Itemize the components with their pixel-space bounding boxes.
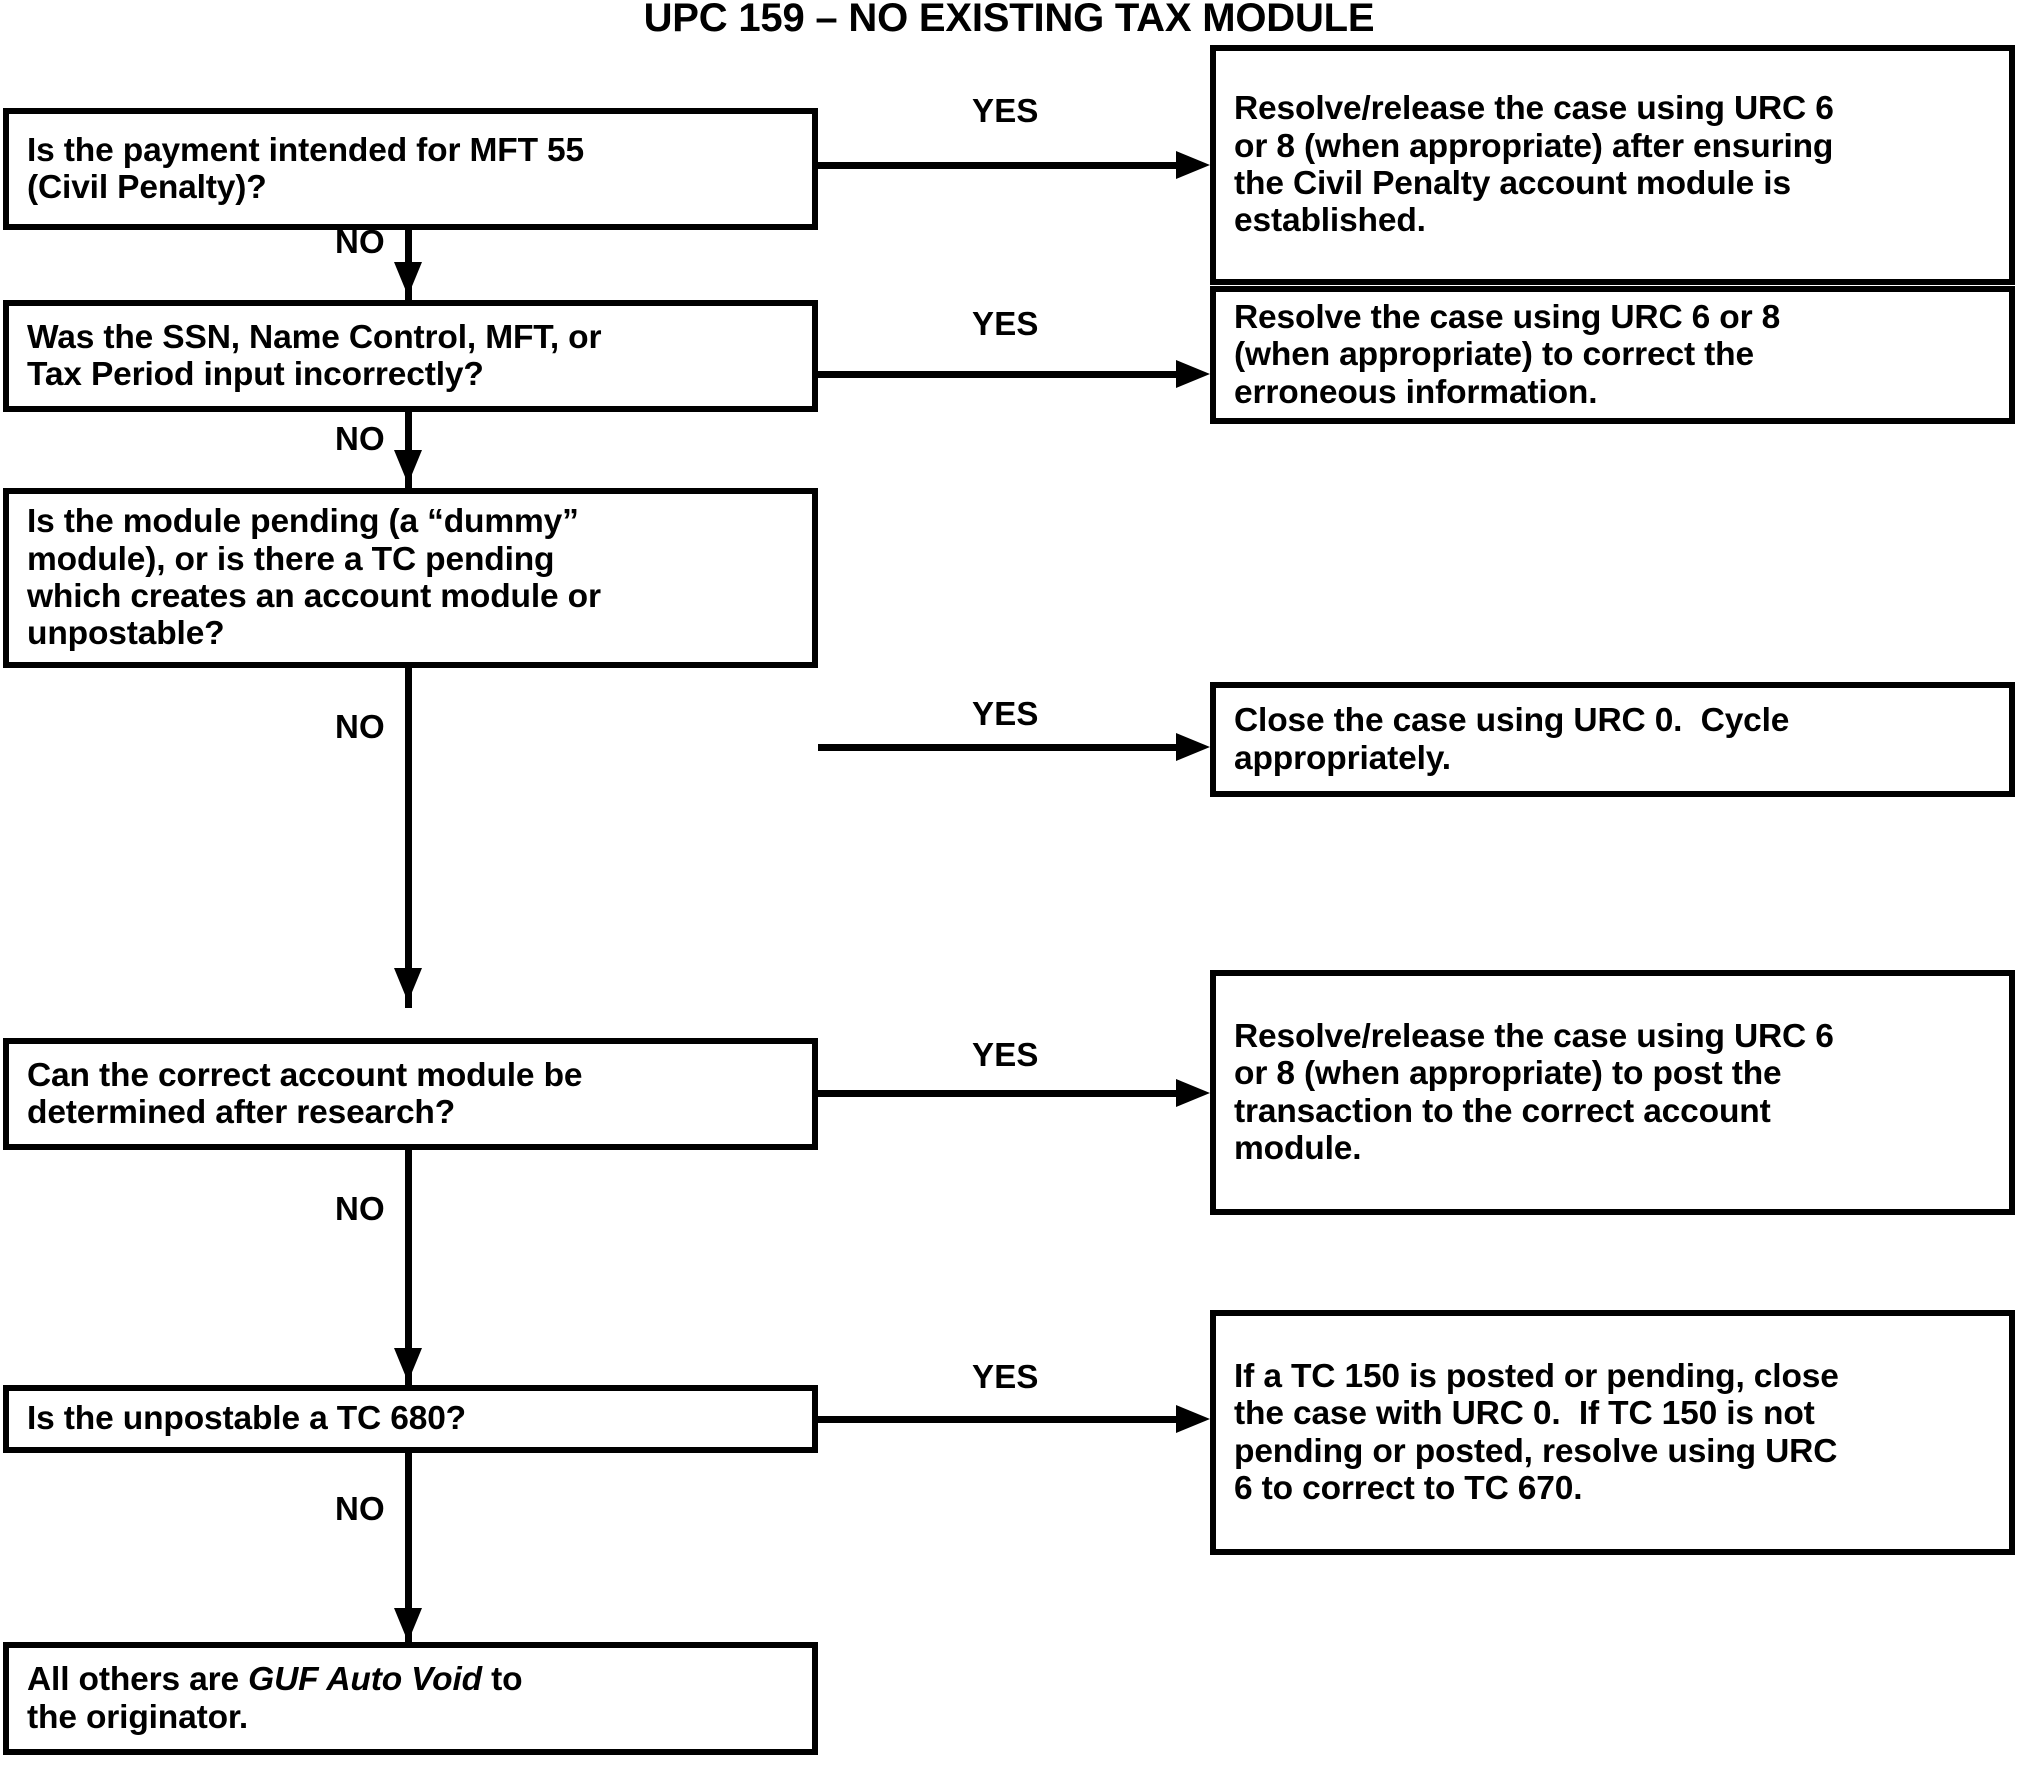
a5-line-4: 6 to correct to TC 670. [1234,1469,1583,1507]
edge-q3-q4-arrowhead [394,968,422,1002]
a5-line-3: pending or posted, resolve using URC [1234,1432,1838,1470]
edge-q4-q5-line [405,1150,412,1388]
q1-line-1: Is the payment intended for MFT 55 [27,131,585,169]
edge-q4-a4-line [818,1090,1178,1097]
end-line-1-part-a: All others are [27,1661,249,1699]
action-node-a1: Resolve/release the case using URC 6 or … [1210,45,2015,285]
q4-line-1: Can the correct account module be [27,1056,583,1094]
q4-line-2: determined after research? [27,1094,456,1131]
a1-line-4: established. [1234,202,1426,240]
action-node-a3: Close the case using URC 0. Cycle approp… [1210,682,2015,797]
a1-line-1: Resolve/release the case using URC 6 [1234,90,1834,128]
a5-line-2: the case with URC 0. If TC 150 is not [1234,1395,1815,1433]
q3-line-2: module), or is there a TC pending [27,540,555,578]
edge-q5-a5-arrowhead [1176,1405,1210,1433]
edge-q2-a2-line [818,371,1178,378]
edge-q4-a4-arrowhead [1176,1079,1210,1107]
decision-node-q2: Was the SSN, Name Control, MFT, or Tax P… [3,300,818,412]
a3-line-2: appropriately. [1234,739,1451,777]
a2-line-1: Resolve the case using URC 6 or 8 [1234,298,1781,336]
a5-line-1: If a TC 150 is posted or pending, close [1234,1357,1839,1395]
action-node-a5: If a TC 150 is posted or pending, close … [1210,1310,2015,1555]
edge-q2-q3-arrowhead [394,450,422,484]
edge-label-yes-5: YES [972,1358,1039,1395]
q2-line-2: Tax Period input incorrectly? [27,356,484,393]
edge-q1-a1-arrowhead [1176,151,1210,179]
decision-node-q5: Is the unpostable a TC 680? [3,1385,818,1453]
a4-line-3: transaction to the correct account [1234,1092,1771,1130]
edge-q4-q5-arrowhead [394,1348,422,1382]
edge-label-no-5: NO [335,1490,385,1527]
action-node-a2: Resolve the case using URC 6 or 8 (when … [1210,286,2015,424]
edge-q1-q2-arrowhead [394,262,422,296]
decision-node-q3: Is the module pending (a “dummy” module)… [3,488,818,668]
decision-node-q1: Is the payment intended for MFT 55 (Civi… [3,108,818,230]
edge-label-yes-2: YES [972,305,1039,342]
q2-line-1: Was the SSN, Name Control, MFT, or [27,318,602,356]
end-line-2: the originator. [27,1698,249,1736]
terminal-node-end: All others are GUF Auto Void to the orig… [3,1642,818,1755]
edge-q3-a3-line [818,744,1178,751]
edge-q2-a2-arrowhead [1176,360,1210,388]
edge-q3-a3-arrowhead [1176,733,1210,761]
a4-line-2: or 8 (when appropriate) to post the [1234,1055,1782,1093]
page-title: UPC 159 – NO EXISTING TAX MODULE [643,0,1375,40]
edge-q5-end-line [405,1453,412,1643]
q3-line-3: which creates an account module or [27,578,601,615]
decision-node-q4: Can the correct account module be determ… [3,1038,818,1150]
a2-line-3: erroneous information. [1234,373,1598,411]
edge-label-no-3: NO [335,708,385,745]
edge-q3-q4-line [405,668,412,1008]
action-node-a4: Resolve/release the case using URC 6 or … [1210,970,2015,1215]
edge-label-yes-4: YES [972,1036,1039,1073]
end-line-1-part-c: to [481,1661,523,1699]
edge-label-no-1: NO [335,223,385,260]
a1-line-3: the Civil Penalty account module is [1234,165,1791,202]
end-line-1-emphasis: GUF Auto Void [248,1661,482,1699]
q1-line-2: (Civil Penalty)? [27,169,267,206]
edge-q1-a1-line [818,162,1178,169]
q3-line-4: unpostable? [27,615,225,653]
edge-label-no-4: NO [335,1190,385,1227]
edge-q5-end-arrowhead [394,1608,422,1642]
a4-line-1: Resolve/release the case using URC 6 [1234,1017,1834,1055]
q3-line-1: Is the module pending (a “dummy” [27,503,579,541]
end-line-1: All others are GUF Auto Void to [27,1661,812,1698]
a3-line-1: Close the case using URC 0. Cycle [1234,702,1790,740]
a2-line-2: (when appropriate) to correct the [1234,336,1754,374]
edge-q5-a5-line [818,1416,1178,1423]
edge-label-no-2: NO [335,420,385,457]
edge-label-yes-3: YES [972,695,1039,732]
a4-line-4: module. [1234,1129,1362,1167]
edge-label-yes-1: YES [972,92,1039,129]
q5-line-1: Is the unpostable a TC 680? [27,1400,466,1438]
a1-line-2: or 8 (when appropriate) after ensuring [1234,127,1834,165]
